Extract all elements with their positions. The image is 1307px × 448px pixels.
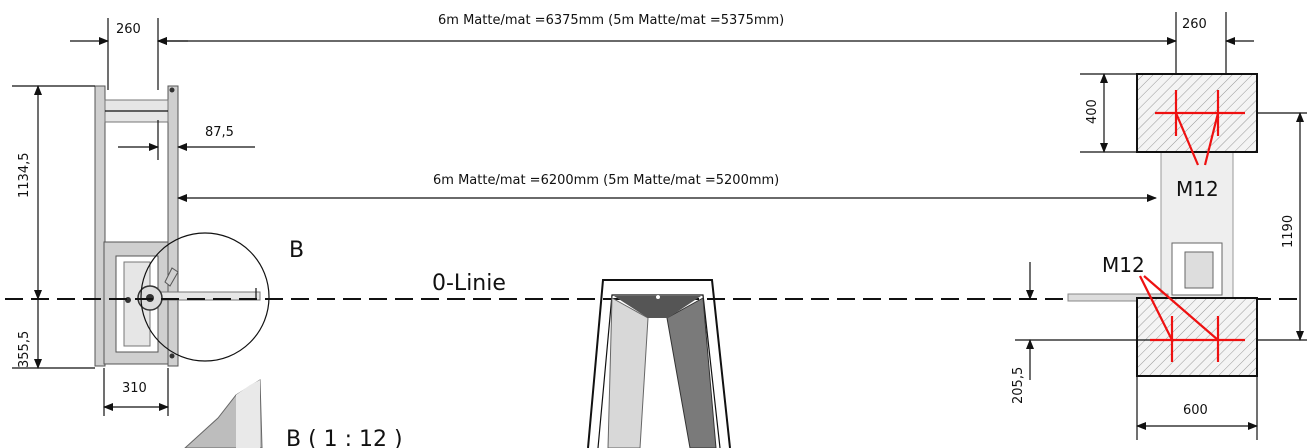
detail-b-title: B ( 1 : 12 ) <box>286 427 403 448</box>
dim-bottom-310-label: 310 <box>122 381 147 396</box>
center-a-frame <box>587 279 731 448</box>
dim-height-lower-label: 355,5 <box>17 331 32 368</box>
dim-lower-offset-2055: 205,5 <box>1011 262 1150 404</box>
dim-block-spacing-label: 1190 <box>1281 215 1296 248</box>
dim-offset-875-label: 87,5 <box>205 125 234 140</box>
upper-bolt-label: M12 <box>1176 177 1219 201</box>
dim-lower-offset-label: 205,5 <box>1011 367 1026 404</box>
dim-block-width-label: 600 <box>1183 403 1208 418</box>
zero-line-label: 0-Linie <box>432 271 506 296</box>
dim-outer-distance: 6m Matte/mat =6375mm (5m Matte/mat =5375… <box>157 13 1177 45</box>
dim-bottom-310: 310 <box>103 368 169 416</box>
dim-offset-875: 87,5 <box>118 120 255 160</box>
dim-top-right-label: 260 <box>1182 17 1207 32</box>
left-post-assembly <box>94 85 261 367</box>
dim-left-heights: 1134,5 355,5 <box>12 85 95 369</box>
left-post-rail-outer <box>94 85 106 367</box>
dim-block-spacing-1190: 1190 <box>1257 112 1307 341</box>
dim-inner-distance-label: 6m Matte/mat =6200mm (5m Matte/mat =5200… <box>433 173 779 188</box>
dim-top-left-260: 260 <box>70 18 188 90</box>
right-assembly: M12 M12 <box>1067 73 1258 377</box>
detail-b-marker: B <box>289 238 304 263</box>
lower-bolt-markers <box>1139 275 1245 362</box>
upper-bolt-markers <box>1155 90 1245 166</box>
dim-top-left-label: 260 <box>116 22 141 37</box>
detail-b-circle <box>140 232 270 362</box>
dim-height-upper-label: 1134,5 <box>17 153 32 199</box>
lower-concrete-block <box>1136 297 1258 377</box>
detail-b-preview: B ( 1 : 12 ) <box>184 379 403 448</box>
dim-outer-distance-label: 6m Matte/mat =6375mm (5m Matte/mat =5375… <box>438 13 784 28</box>
dim-top-right-260: 260 <box>1175 12 1254 80</box>
left-post-rail-inner <box>167 85 179 367</box>
dim-block-width-600: 600 <box>1136 376 1258 440</box>
lower-bolt-label: M12 <box>1102 253 1145 277</box>
dim-inner-distance: 6m Matte/mat =6200mm (5m Matte/mat =5200… <box>177 173 1157 202</box>
dim-block-height-400: 400 <box>1080 73 1137 153</box>
dim-block-height-label: 400 <box>1085 99 1100 124</box>
